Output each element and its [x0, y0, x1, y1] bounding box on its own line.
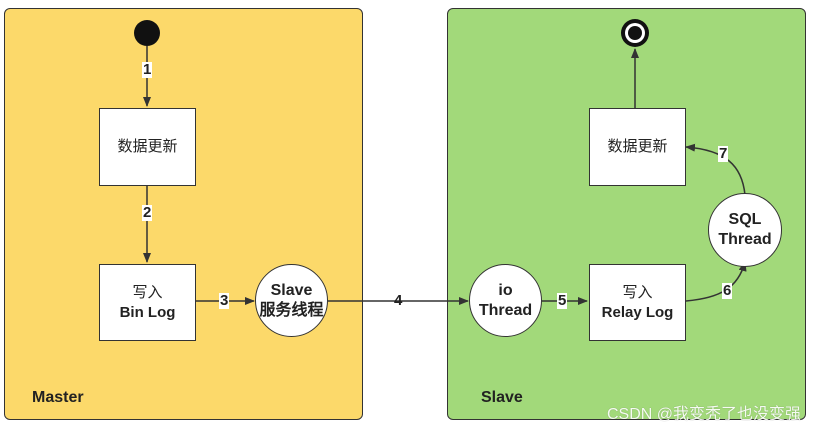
io-thread-node: io Thread [469, 264, 542, 337]
master-data-update-box: 数据更新 [99, 108, 196, 186]
step-label-6: 6 [722, 282, 733, 299]
step-label-5: 5 [557, 292, 568, 309]
master-label: Master [32, 389, 84, 406]
step-label-7: 7 [718, 145, 729, 162]
master-data-update-text: 数据更新 [117, 138, 178, 155]
master-panel: Master [4, 8, 363, 420]
write-relay-log-line2: Relay Log [601, 303, 674, 321]
step-label-4: 4 [394, 292, 403, 309]
io-thread-line1: io [498, 281, 513, 299]
slave-data-update-text: 数据更新 [607, 138, 668, 155]
step-label-2: 2 [142, 204, 153, 221]
sql-thread-line2: Thread [718, 231, 772, 248]
step-label-3: 3 [219, 292, 230, 309]
slave-label: Slave [481, 389, 523, 406]
slave-data-update-box: 数据更新 [589, 108, 686, 186]
write-bin-log-box: 写入 Bin Log [99, 264, 196, 341]
slave-service-line1: Slave [270, 281, 313, 299]
watermark-text: CSDN @我变秃了也没变强 [606, 406, 801, 423]
write-bin-log-line2: Bin Log [119, 303, 176, 321]
write-relay-log-box: 写入 Relay Log [589, 264, 686, 341]
io-thread-line2: Thread [478, 301, 533, 319]
write-relay-log-line1: 写入 [622, 283, 653, 301]
slave-service-thread-node: Slave 服务线程 [255, 264, 328, 337]
write-bin-log-line1: 写入 [132, 283, 163, 301]
sql-thread-node: SQL Thread [708, 193, 782, 267]
sql-thread-line1: SQL [728, 211, 762, 228]
step-label-1: 1 [142, 61, 153, 78]
slave-service-line2: 服务线程 [259, 301, 324, 319]
